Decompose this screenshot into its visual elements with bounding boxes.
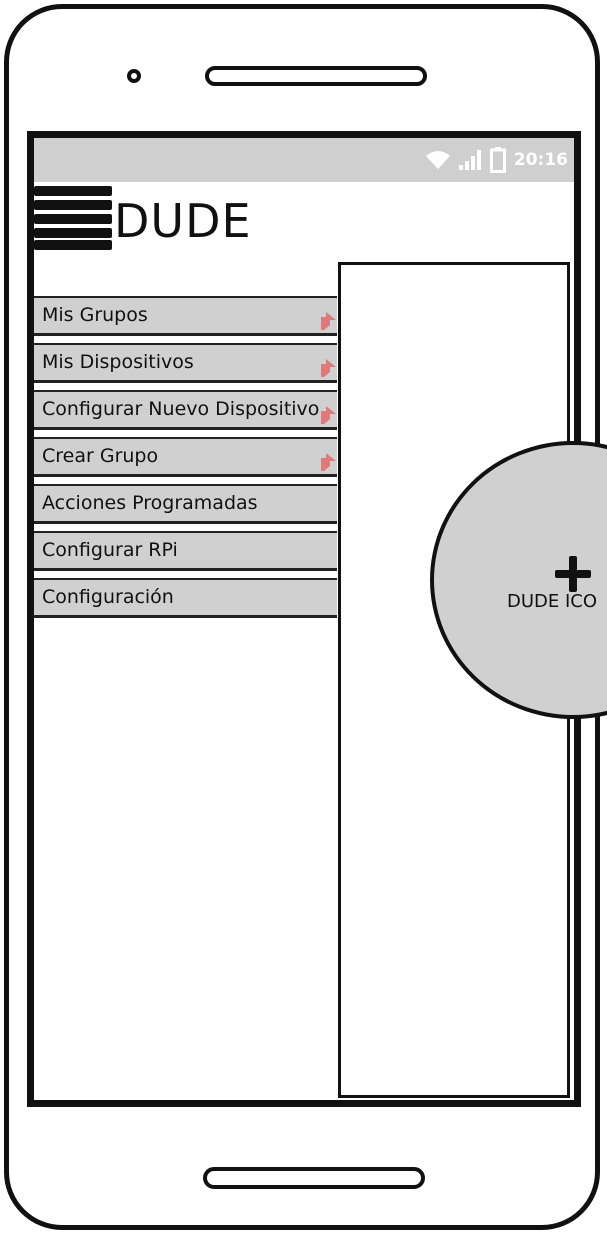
menu-item-label: Configurar RPi [42, 539, 178, 561]
app-title: DUDE [114, 194, 252, 248]
menu-item-label: Crear Grupo [42, 445, 159, 467]
menu-item-configurar-nuevo-dispositivo[interactable]: Configurar Nuevo Dispositivo [34, 390, 337, 430]
menu-item-label: Configuración [42, 586, 174, 608]
plus-icon [555, 556, 591, 592]
nav-drawer-menu: Mis Grupos Mis Dispositivos Configurar N… [34, 296, 337, 625]
menu-item-label: Mis Dispositivos [42, 351, 194, 373]
menu-item-acciones-programadas[interactable]: Acciones Programadas [34, 484, 337, 524]
status-bar: 20:16 [34, 138, 574, 182]
wifi-icon [425, 151, 450, 169]
menu-item-label: Mis Grupos [42, 304, 148, 326]
menu-item-label: Acciones Programadas [42, 492, 258, 514]
menu-item-label: Configurar Nuevo Dispositivo [42, 398, 320, 420]
menu-item-mis-dispositivos[interactable]: Mis Dispositivos [34, 343, 337, 383]
hamburger-icon[interactable] [34, 182, 114, 250]
screen: 20:16 DUDE Mis Grupos Mis Dispositivos [27, 131, 581, 1107]
camera-icon [127, 69, 141, 83]
fab-label: DUDE ICO [507, 591, 598, 612]
menu-item-configurar-rpi[interactable]: Configurar RPi [34, 531, 337, 571]
link-arrow-icon [321, 453, 336, 471]
speaker-grille [205, 66, 427, 86]
status-time: 20:16 [513, 150, 568, 170]
link-arrow-icon [321, 359, 336, 377]
home-button[interactable] [203, 1167, 425, 1189]
link-arrow-icon [321, 406, 336, 424]
status-icons: 20:16 [424, 144, 568, 176]
signal-icon [458, 150, 481, 170]
menu-item-configuracion[interactable]: Configuración [34, 578, 337, 618]
menu-item-crear-grupo[interactable]: Crear Grupo [34, 437, 337, 477]
battery-icon [489, 147, 506, 173]
link-arrow-icon [321, 312, 336, 330]
menu-item-mis-grupos[interactable]: Mis Grupos [34, 296, 337, 336]
